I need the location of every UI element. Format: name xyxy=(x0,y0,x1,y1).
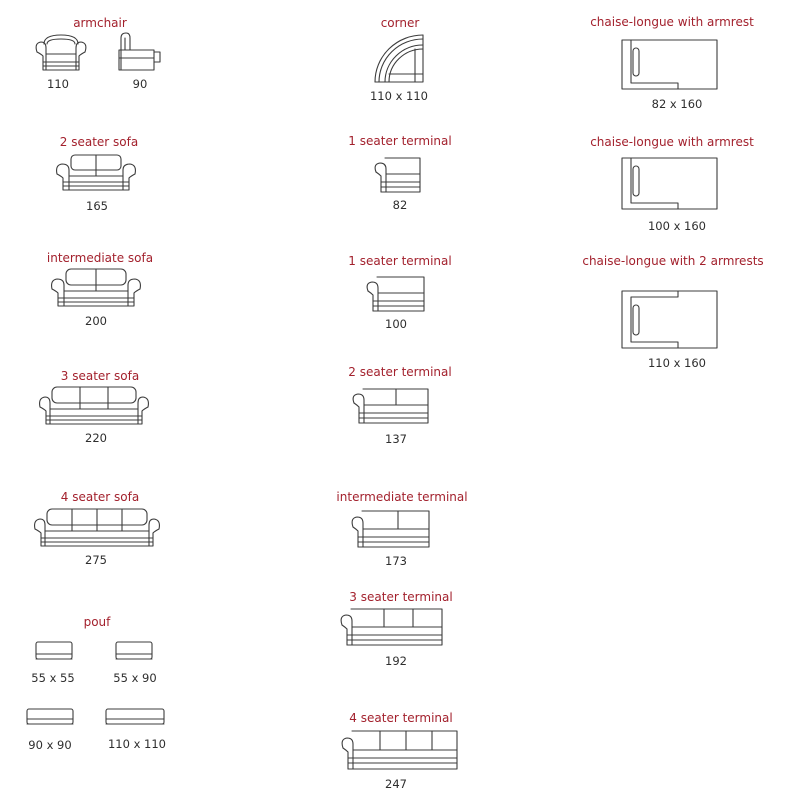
intermediate-terminal-icon xyxy=(351,510,430,548)
armchair-front-icon xyxy=(35,34,87,71)
three-seater-sofa-title: 3 seater sofa xyxy=(60,369,140,383)
pouf-90x90-icon xyxy=(26,708,74,725)
corner-icon xyxy=(374,34,424,83)
chaise-longue-100x160-title: chaise-longue with armrest xyxy=(590,135,754,149)
chaise-longue-82x160-title: chaise-longue with armrest xyxy=(590,15,754,29)
two-seater-sofa-size: 165 xyxy=(86,199,108,213)
two-seater-terminal-size: 137 xyxy=(385,432,407,446)
armchair-title: armchair xyxy=(73,16,127,30)
three-seater-sofa-icon xyxy=(39,386,149,425)
one-seater-terminal-82-title: 1 seater terminal xyxy=(348,134,452,148)
intermediate-terminal-title: intermediate terminal xyxy=(336,490,468,504)
chaise-longue-100x160-size: 100 x 160 xyxy=(647,219,707,233)
pouf-110x110-icon xyxy=(105,708,165,725)
four-seater-terminal-title: 4 seater terminal xyxy=(349,711,453,725)
armchair-side-icon xyxy=(118,32,161,71)
one-seater-terminal-100-icon xyxy=(366,276,425,312)
chaise-longue-two-armrests-title: chaise-longue with 2 armrests xyxy=(582,254,764,268)
pouf-55x55-size: 55 x 55 xyxy=(31,671,75,685)
pouf-90x90-size: 90 x 90 xyxy=(28,738,72,752)
one-seater-terminal-82-size: 82 xyxy=(392,198,408,212)
one-seater-terminal-82-icon xyxy=(374,157,421,193)
two-seater-terminal-icon xyxy=(352,388,429,424)
intermediate-terminal-size: 173 xyxy=(385,554,407,568)
chaise-longue-two-armrests-icon xyxy=(621,290,718,349)
four-seater-terminal-icon xyxy=(341,730,458,770)
two-seater-terminal-title: 2 seater terminal xyxy=(348,365,452,379)
three-seater-terminal-title: 3 seater terminal xyxy=(349,590,453,604)
three-seater-sofa-size: 220 xyxy=(85,431,107,445)
corner-size: 110 x 110 xyxy=(369,89,429,103)
pouf-55x90-icon xyxy=(115,641,153,660)
intermediate-sofa-size: 200 xyxy=(85,314,107,328)
four-seater-terminal-size: 247 xyxy=(385,777,407,791)
intermediate-sofa-title: intermediate sofa xyxy=(46,251,154,265)
one-seater-terminal-100-size: 100 xyxy=(385,317,407,331)
pouf-55x55-icon xyxy=(35,641,73,660)
two-seater-sofa-icon xyxy=(56,154,136,191)
intermediate-sofa-icon xyxy=(51,268,141,307)
three-seater-terminal-size: 192 xyxy=(385,654,407,668)
corner-title: corner xyxy=(380,16,420,30)
chaise-longue-82x160-size: 82 x 160 xyxy=(651,97,703,111)
four-seater-sofa-title: 4 seater sofa xyxy=(60,490,140,504)
pouf-55x90-size: 55 x 90 xyxy=(113,671,157,685)
two-seater-sofa-title: 2 seater sofa xyxy=(59,135,139,149)
armchair-side-size: 90 xyxy=(132,77,148,91)
pouf-110x110-size: 110 x 110 xyxy=(107,737,167,751)
three-seater-terminal-icon xyxy=(340,608,443,646)
four-seater-sofa-size: 275 xyxy=(85,553,107,567)
armchair-front-size: 110 xyxy=(47,77,69,91)
chaise-longue-82x160-icon xyxy=(621,39,718,90)
chaise-longue-100x160-icon xyxy=(621,157,718,210)
pouf-title: pouf xyxy=(83,615,111,629)
four-seater-sofa-icon xyxy=(34,508,160,547)
one-seater-terminal-100-title: 1 seater terminal xyxy=(348,254,452,268)
chaise-longue-two-armrests-size: 110 x 160 xyxy=(647,356,707,370)
